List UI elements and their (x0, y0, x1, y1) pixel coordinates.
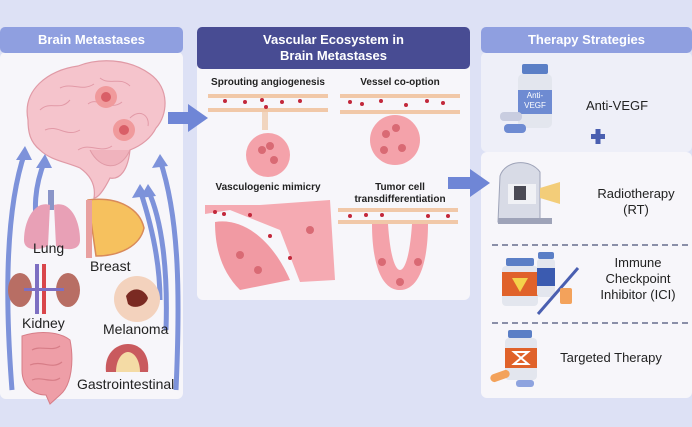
ici-label: Immune Checkpoint Inhibitor (ICI) (586, 255, 690, 303)
sprouting-angiogenesis-label: Sprouting angiogenesis (211, 77, 325, 88)
anti-vegf-bottle-label: Anti- VEGF (518, 91, 552, 111)
melanoma-icon (114, 276, 160, 322)
transdifferentiation-line1: Tumor cell (375, 182, 425, 193)
bottle-label-line2: VEGF (524, 101, 546, 110)
gastrointestinal-label: Gastrointestinal (77, 376, 175, 392)
sprouting-vessel-icon (208, 94, 328, 177)
ici-line1: Immune (614, 255, 662, 270)
vascular-title-line2: Brain Metastases (280, 48, 387, 63)
arrow-to-therapy-icon (448, 169, 490, 197)
vessel-cooption-label: Vessel co-option (360, 77, 440, 88)
targeted-therapy-bottle-icon (490, 330, 537, 387)
vascular-title-line1: Vascular Ecosystem in (263, 32, 404, 47)
ici-line3: Inhibitor (ICI) (600, 287, 676, 302)
breast-label: Breast (90, 258, 131, 274)
ici-drugs-icon (502, 252, 580, 315)
radiotherapy-machine-icon (497, 162, 560, 224)
breast-icon (86, 198, 145, 258)
ici-line2: Checkpoint (605, 271, 671, 286)
brain-metastases-header: Brain Metastases (0, 27, 183, 53)
therapy-panel-top (481, 52, 692, 152)
therapy-strategies-header: Therapy Strategies (481, 27, 692, 53)
divider (492, 322, 688, 324)
transdifferentiation-line2: transdifferentiation (354, 194, 446, 205)
lung-label: Lung (33, 240, 65, 256)
targeted-therapy-label: Targeted Therapy (560, 350, 662, 365)
vascular-ecosystem-header: Vascular Ecosystem in Brain Metastases (197, 27, 470, 69)
radiotherapy-line2: (RT) (623, 202, 649, 217)
vasculogenic-mimicry-label: Vasculogenic mimicry (215, 182, 321, 193)
kidney-label: Kidney (22, 315, 65, 331)
vasculogenic-mimicry-icon (205, 200, 335, 290)
vessel-cooption-icon (340, 94, 460, 165)
plus-icon (591, 129, 605, 144)
anti-vegf-label: Anti-VEGF (585, 98, 649, 113)
bottle-label-line1: Anti- (526, 91, 544, 100)
arrow-to-vascular-icon (168, 104, 208, 132)
intestine-icon (21, 332, 73, 405)
transdifferentiation-icon (338, 208, 458, 290)
lung-icon (24, 190, 80, 250)
anti-vegf-bottle-icon (500, 64, 552, 133)
kidney-icon (8, 264, 80, 314)
gi-tumor-icon (105, 344, 149, 372)
brain-metastases-title: Brain Metastases (38, 32, 145, 47)
radiotherapy-label: Radiotherapy (RT) (586, 186, 686, 218)
transdifferentiation-label: Tumor cell transdifferentiation (340, 182, 460, 206)
therapy-strategies-title: Therapy Strategies (527, 32, 646, 47)
metastasis-arrows (5, 151, 181, 391)
radiotherapy-line1: Radiotherapy (597, 186, 675, 201)
divider (492, 244, 688, 246)
brain-icon (26, 60, 166, 199)
melanoma-label: Melanoma (103, 321, 169, 337)
